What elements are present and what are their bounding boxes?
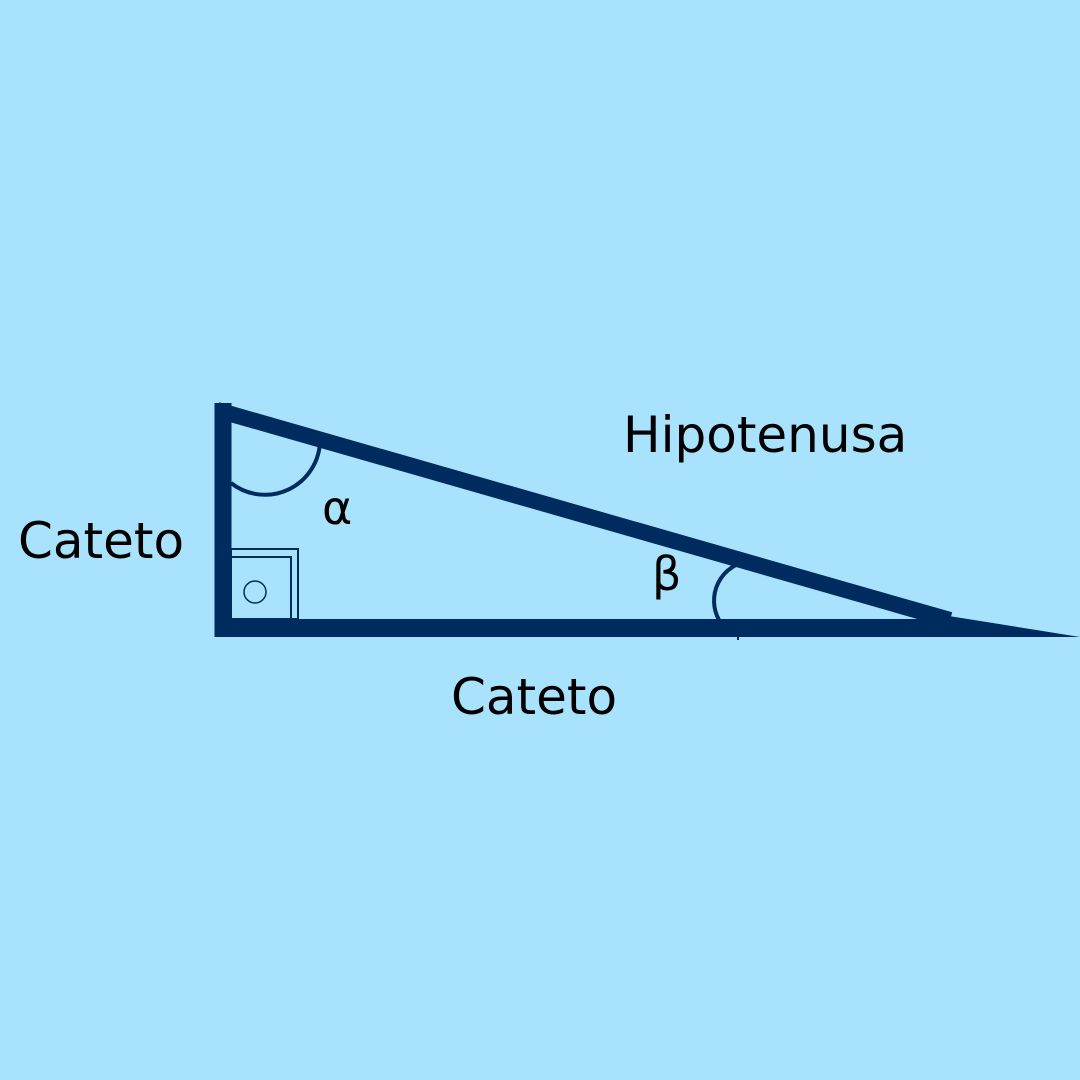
alpha-label: α bbox=[322, 481, 352, 535]
alpha-angle-arc bbox=[229, 439, 322, 497]
hypotenuse-line bbox=[214, 402, 953, 628]
triangle-tip bbox=[930, 613, 1080, 637]
beta-label: β bbox=[652, 547, 681, 601]
right-angle-dot bbox=[243, 580, 267, 604]
right-angle-marker-inner bbox=[230, 556, 292, 620]
beta-angle-arc bbox=[712, 559, 750, 621]
horizontal-leg-label: Cateto bbox=[451, 668, 617, 726]
right-angle-marker-outer bbox=[230, 548, 299, 620]
hypotenuse-label: Hipotenusa bbox=[623, 406, 907, 464]
vertical-leg-label: Cateto bbox=[18, 512, 184, 570]
